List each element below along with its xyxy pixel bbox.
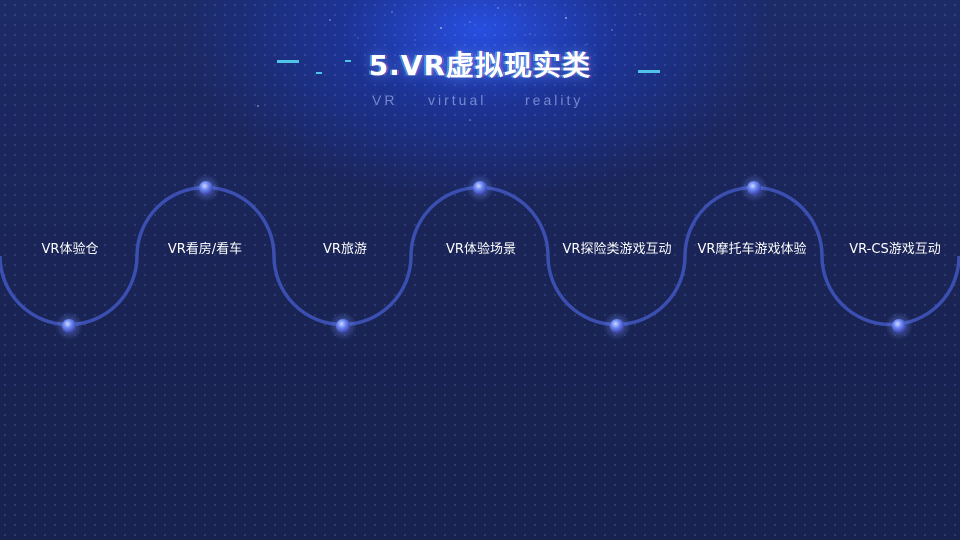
timeline-node [747,181,761,195]
subtitle-word-virtual: virtual [428,92,487,108]
slide-title: 5.VR虚拟现实类 [368,49,592,82]
timeline-node [473,181,487,195]
subtitle-word-reality: reality [525,92,584,108]
item-label-vr-cs-game: VR-CS游戏互动 [849,242,941,257]
item-label-vr-adventure-game: VR探险类游戏互动 [562,242,672,257]
item-label-vr-experience-scene: VR体验场景 [446,242,516,257]
timeline-node [892,319,906,333]
title-decoration-dot-left [316,72,322,74]
item-label-vr-motorcycle-game: VR摩托车游戏体验 [697,242,807,257]
timeline-node [336,319,350,333]
title-decoration-dot-right [345,60,351,62]
timeline-node [62,319,76,333]
title-decoration-dash-left [277,60,299,63]
wave-nodes [55,174,913,340]
starfield [257,4,641,121]
timeline-node [610,319,624,333]
item-label-vr-travel: VR旅游 [323,242,367,257]
item-label-vr-house-car-viewing: VR看房/看车 [167,242,243,257]
item-label-vr-experience-pod: VR体验仓 [41,242,99,257]
subtitle-word-vr: VR [372,92,398,108]
title-decoration-dash-right [638,70,660,73]
timeline-node [199,181,213,195]
